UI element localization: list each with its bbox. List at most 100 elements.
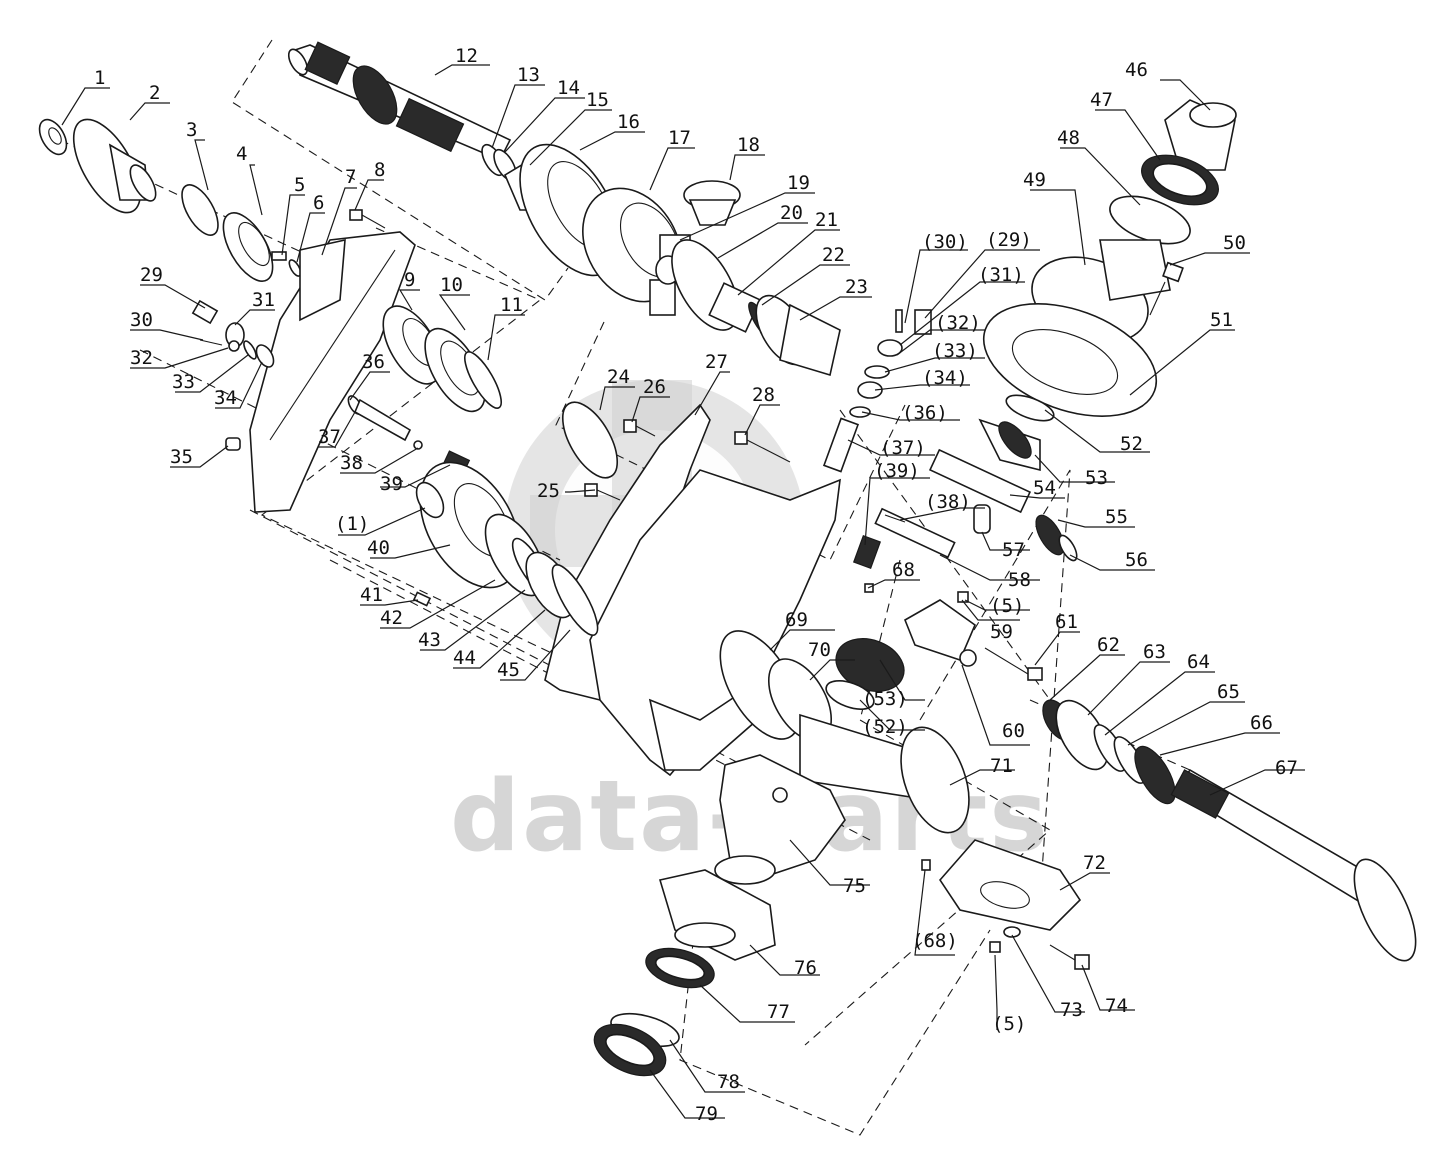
part-51-ring-gear [982,303,1158,417]
callout-34: 34 [214,387,237,409]
part-38-pin-repeat [884,514,906,523]
part-28-bolt [734,431,791,463]
callout-ref-5-upper: (5) [990,595,1024,617]
callout-49: 49 [1023,169,1046,191]
part-34-sleeve-repeat [857,381,883,399]
callout-23: 23 [845,276,868,298]
callout-42: 42 [380,607,403,629]
part-66-nut [1134,745,1176,805]
callout-9: 9 [404,269,415,291]
parts [38,41,1417,1077]
part-39-spring-repeat [852,534,882,570]
callout-16: 16 [617,111,640,133]
callout-12: 12 [455,45,478,67]
callout-35: 35 [170,446,193,468]
callout-ref-38: (38) [925,491,971,513]
callout-18: 18 [737,134,760,156]
callout-ref-30: (30) [922,231,968,253]
callout-21: 21 [815,209,838,231]
part-24-bearing [561,401,619,479]
part-34-sleeve [255,344,275,368]
part-47-gear-inner [1152,162,1208,198]
part-60-shift-fork [903,599,977,667]
callout-4: 4 [236,143,247,165]
part-5-screw-repeat [989,941,1001,953]
callout-6: 6 [313,192,324,214]
callout-ref-37: (37) [880,437,926,459]
part-5-screw [271,251,287,261]
part-12-input-shaft [287,41,512,162]
part-72-bracket [938,839,1082,931]
callout-66: 66 [1250,712,1273,734]
callout-76: 76 [794,957,817,979]
part-30-pin-repeat [895,309,903,333]
callout-55: 55 [1105,506,1128,528]
callout-ref-32: (32) [935,312,981,334]
callout-32: 32 [130,347,153,369]
part-73-washer [1003,926,1021,938]
callout-15: 15 [586,89,609,111]
callout-ref-52: (52) [862,716,908,738]
callout-17: 17 [668,127,691,149]
callout-63: 63 [1143,641,1166,663]
callout-58: 58 [1008,569,1031,591]
callout-71: 71 [990,755,1013,777]
part-61-bolt [984,647,1043,681]
callout-36: 36 [362,351,385,373]
part-31-valve-repeat [877,339,903,357]
part-74-bolt [1049,944,1090,970]
callout-54: 54 [1033,477,1056,499]
part-45-seal [551,564,599,636]
part-41-pin [412,591,432,607]
part-68-pin-repeat [921,859,931,871]
callout-75: 75 [843,875,866,897]
part-55-pinion-gear [1035,514,1065,556]
part-26-bolt [623,419,656,437]
part-77-bearing-inner [654,955,706,981]
callout-65: 65 [1217,681,1240,703]
part-50-bolt [1149,261,1184,316]
callout-48: 48 [1057,127,1080,149]
callout-29: 29 [140,264,163,286]
callout-60: 60 [1002,720,1025,742]
callout-28: 28 [752,384,775,406]
callout-8: 8 [374,159,385,181]
callout-43: 43 [418,629,441,651]
callout-ref-31: (31) [978,264,1024,286]
callout-labels: 1 2 3 4 5 6 7 8 9 10 11 12 13 14 15 16 1… [94,45,1298,1125]
part-71-drive-shaft [799,713,970,834]
part-56-washer [1058,534,1078,562]
callout-61: 61 [1055,611,1078,633]
callout-67: 67 [1275,757,1298,779]
part-35-plug [225,437,241,451]
callout-33: 33 [172,371,195,393]
part-75-carrier [714,754,846,885]
callout-2: 2 [149,82,160,104]
callout-74: 74 [1105,995,1128,1017]
callout-69: 69 [785,609,808,631]
callout-41: 41 [360,584,383,606]
callout-ref-39: (39) [874,460,920,482]
callout-72: 72 [1083,852,1106,874]
callout-ref-33: (33) [932,340,978,362]
callout-ref-29: (29) [986,229,1032,251]
callout-26: 26 [643,376,666,398]
part-36-ring-repeat [849,406,871,418]
part-7-cover [249,231,416,513]
part-29-breather [191,299,219,325]
callout-10: 10 [440,274,463,296]
callout-56: 56 [1125,549,1148,571]
callout-27: 27 [705,351,728,373]
part-37-shaft [353,398,412,442]
part-1-nut [38,118,68,156]
callout-25: 25 [537,480,560,502]
callout-40: 40 [367,537,390,559]
callout-78: 78 [717,1071,740,1093]
part-79-nut-inner [605,1033,655,1067]
part-38-pin [413,440,423,450]
callout-ref-5-lower: (5) [992,1013,1026,1035]
callout-20: 20 [780,202,803,224]
callout-47: 47 [1090,89,1113,111]
part-37-shaft-repeat [822,417,860,473]
